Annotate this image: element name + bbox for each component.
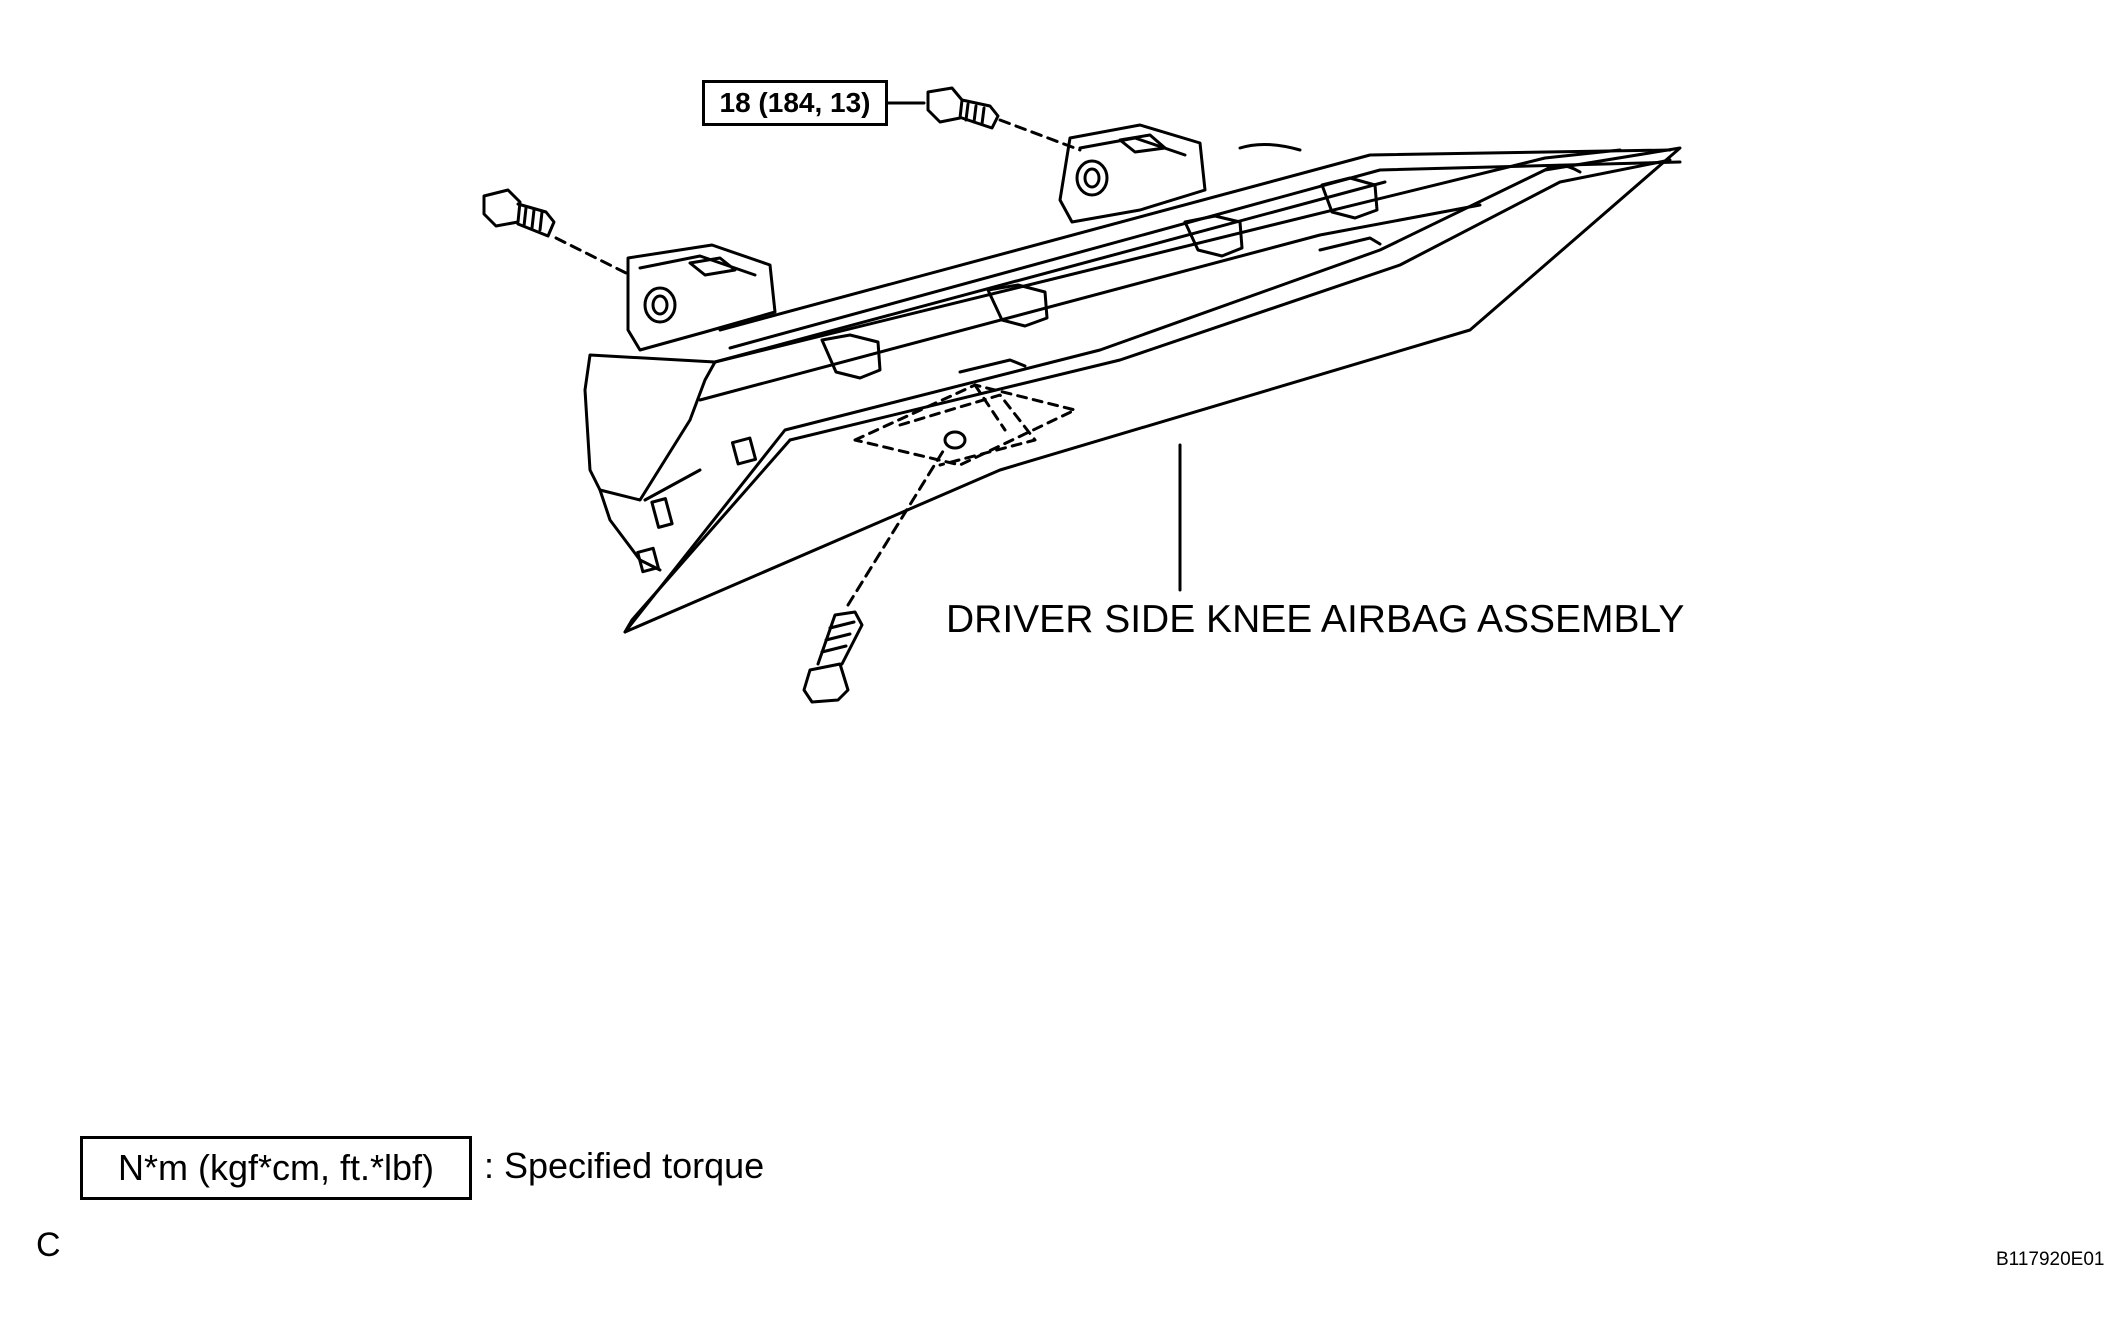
bolt-left [482, 188, 556, 238]
hidden-bolt-hole [943, 430, 967, 450]
bolt-left-dash [554, 236, 632, 277]
part-label: DRIVER SIDE KNEE AIRBAG ASSEMBLY [946, 598, 1685, 641]
torque-legend-units: N*m (kgf*cm, ft.*lbf) [117, 1147, 435, 1188]
left-mounting-bracket [626, 243, 777, 352]
retaining-clips [820, 176, 1382, 380]
torque-callout-text: 18 (184, 13) [719, 87, 871, 118]
torque-legend-box: N*m (kgf*cm, ft.*lbf) [80, 1136, 472, 1200]
corner-letter: C [36, 1226, 61, 1264]
torque-callout-box: 18 (184, 13) [702, 80, 888, 126]
bolt-bottom [802, 610, 864, 704]
bolt-bottom-dash [846, 446, 947, 607]
airbag-housing [583, 148, 1682, 574]
bolt-top [926, 86, 1000, 130]
right-mounting-bracket [1058, 123, 1302, 224]
knee-airbag-door-panel [623, 146, 1682, 634]
hidden-bolt-boss [853, 383, 1077, 467]
torque-legend-description: : Specified torque [484, 1145, 765, 1186]
figure-id: B117920E01 [1996, 1249, 2105, 1270]
bolt-top-dash [998, 118, 1082, 152]
